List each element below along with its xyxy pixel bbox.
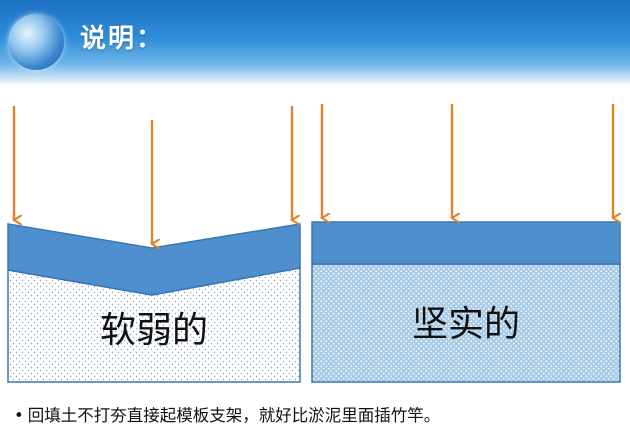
load-comparison-diagram: 软弱的 坚实的 bbox=[7, 104, 630, 383]
soft-soil-side: 软弱的 bbox=[7, 106, 301, 383]
caption-text: •回填土不打夯直接起模板支架，就好比淤泥里面插竹竿。 bbox=[14, 402, 618, 426]
slide-header: 说明： bbox=[0, 0, 630, 86]
firm-soil-block bbox=[311, 263, 621, 383]
slide-title: 说明： bbox=[80, 24, 165, 54]
caption-bullet: • bbox=[14, 406, 24, 425]
globe-logo-icon bbox=[8, 14, 64, 70]
caption-body: 回填土不打夯直接起模板支架，就好比淤泥里面插竹竿。 bbox=[27, 406, 441, 425]
soft-soil-label: 软弱的 bbox=[100, 310, 208, 351]
right-formwork-plate bbox=[311, 221, 621, 265]
firm-soil-label: 坚实的 bbox=[412, 304, 520, 345]
firm-soil-side: 坚实的 bbox=[311, 104, 621, 383]
